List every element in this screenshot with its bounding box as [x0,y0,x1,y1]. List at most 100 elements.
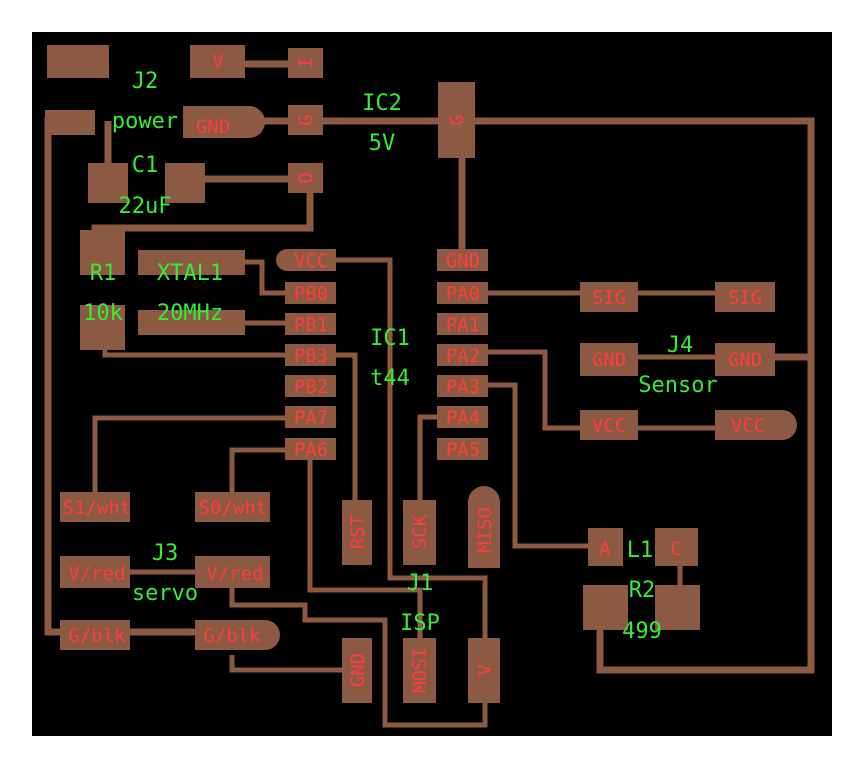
pad-ic1-pb3 [285,344,336,366]
pad-r1-bottom [80,305,125,350]
value-r1: 10k [83,301,123,326]
pad-j3-v-right [195,556,270,588]
ref-c1: C1 [132,153,159,178]
label-j1-gnd: GND [347,653,369,687]
label-ic1-pa3: PA3 [446,376,480,398]
trace-ground-rail-right [455,117,815,674]
label-j2-gnd: GND [196,116,230,138]
pad-ic1-pb0 [285,282,336,304]
pad-j1-sck [403,500,436,565]
value-j2: power [112,109,178,134]
label-ic2-i: I [295,57,317,68]
pad-ic2-tab [438,82,475,158]
pad-j3-v-left [60,556,130,588]
label-ic1-pa6: PA6 [294,439,328,461]
ref-ic1: IC1 [370,326,410,351]
label-j1-mosi: MOSI [409,647,431,693]
label-j3-v-right: V/red [206,563,263,585]
pad-xtal1-bottom [138,310,245,335]
value-r2: 499 [622,619,662,644]
label-ic2-g: G [295,114,317,125]
pad-ic2-in [288,48,323,78]
pad-r1-top [80,230,125,275]
pad-ic1-pb2 [285,375,336,397]
label-ic1-pa2: PA2 [446,345,480,367]
ref-ic2: IC2 [362,91,402,116]
pad-ic1-pa0 [437,282,488,304]
trace-pa7 [92,415,310,495]
label-ic1-pa7: PA7 [294,407,328,429]
pad-ic1-pa1 [437,313,488,335]
label-ic1-gnd: GND [446,250,480,272]
label-j2-v: V [212,51,223,73]
label-ic1-vcc: VCC [294,250,328,272]
ref-r2: R2 [629,578,656,603]
label-ic1-pb3: PB3 [294,345,328,367]
pad-ic1-pb1 [285,313,336,335]
copper-pads [45,45,797,703]
label-j4-vcc-right: VCC [731,415,765,437]
label-l1-c: C [670,538,681,560]
pad-l1-a [588,528,623,566]
label-j4-vcc-left: VCC [592,415,626,437]
label-j3-v-left: V/red [68,563,125,585]
ref-r1: R1 [90,261,117,286]
label-ic1-pa1: PA1 [446,314,480,336]
pad-j3-s1 [60,492,130,522]
pad-ic1-pa6 [285,438,336,460]
ref-l1: L1 [627,538,654,563]
trace-servo-vcc [229,588,488,728]
label-j1-v: V [474,664,496,675]
label-ic2-tab-g: G [446,114,468,125]
pad-j4-vcc-right [715,410,797,440]
pad-j1-miso [468,486,500,568]
pad-ic1-pa4 [437,406,488,428]
ref-j1: J1 [407,571,434,596]
label-j1-sck: SCK [409,514,431,549]
j2-mounting-pad [47,45,109,78]
pad-l1-c [655,528,698,566]
label-ic2-o: O [295,172,317,183]
label-j3-s0: S0/wht [199,497,268,519]
label-j4-sig-right: SIG [728,287,762,309]
pad-ic1-pa2 [437,344,488,366]
ref-j2: J2 [132,69,159,94]
pad-j1-v [468,638,500,703]
value-j4: Sensor [638,373,717,398]
ref-j3: J3 [152,541,179,566]
value-ic2: 5V [369,131,396,156]
label-j1-miso: MISO [474,507,496,553]
label-j3-g-left: G/blk [68,625,126,647]
label-j4-gnd-left: GND [592,349,626,371]
label-ic1-pb1: PB1 [294,314,328,336]
pad-j4-vcc-left [580,410,638,440]
pad-c1-left [88,163,128,203]
pad-j1-gnd [342,638,372,703]
pad-r2-left [583,585,628,630]
label-j3-s1: S1/wht [63,497,132,519]
pad-j2-gnd [183,106,265,138]
value-j3: servo [132,581,198,606]
trace-pb3-reset [102,348,358,510]
ref-xtal1: XTAL1 [157,261,223,286]
pad-j2-v [190,45,245,78]
label-l1-a: A [599,538,611,560]
label-j4-sig-left: SIG [592,287,626,309]
label-ic1-pb2: PB2 [294,376,328,398]
pad-j4-sig-left [580,282,638,312]
trace-pa2-vcc [460,349,745,431]
copper-traces [44,60,815,728]
value-j1: ISP [400,611,440,636]
pad-ic2-g [288,105,323,135]
label-j1-rst: RST [347,515,369,549]
pad-j1-mosi [403,638,436,703]
pad-r2-right [655,585,700,630]
pad-j3-g-right [195,620,280,650]
label-ic1-pa0: PA0 [446,283,480,305]
trace-pa6-to-mosi [307,450,423,640]
label-ic1-pa5: PA5 [446,439,480,461]
ref-j4: J4 [667,333,694,358]
label-j3-g-right: G/blk [203,625,261,647]
label-ic1-pa4: PA4 [446,407,480,429]
